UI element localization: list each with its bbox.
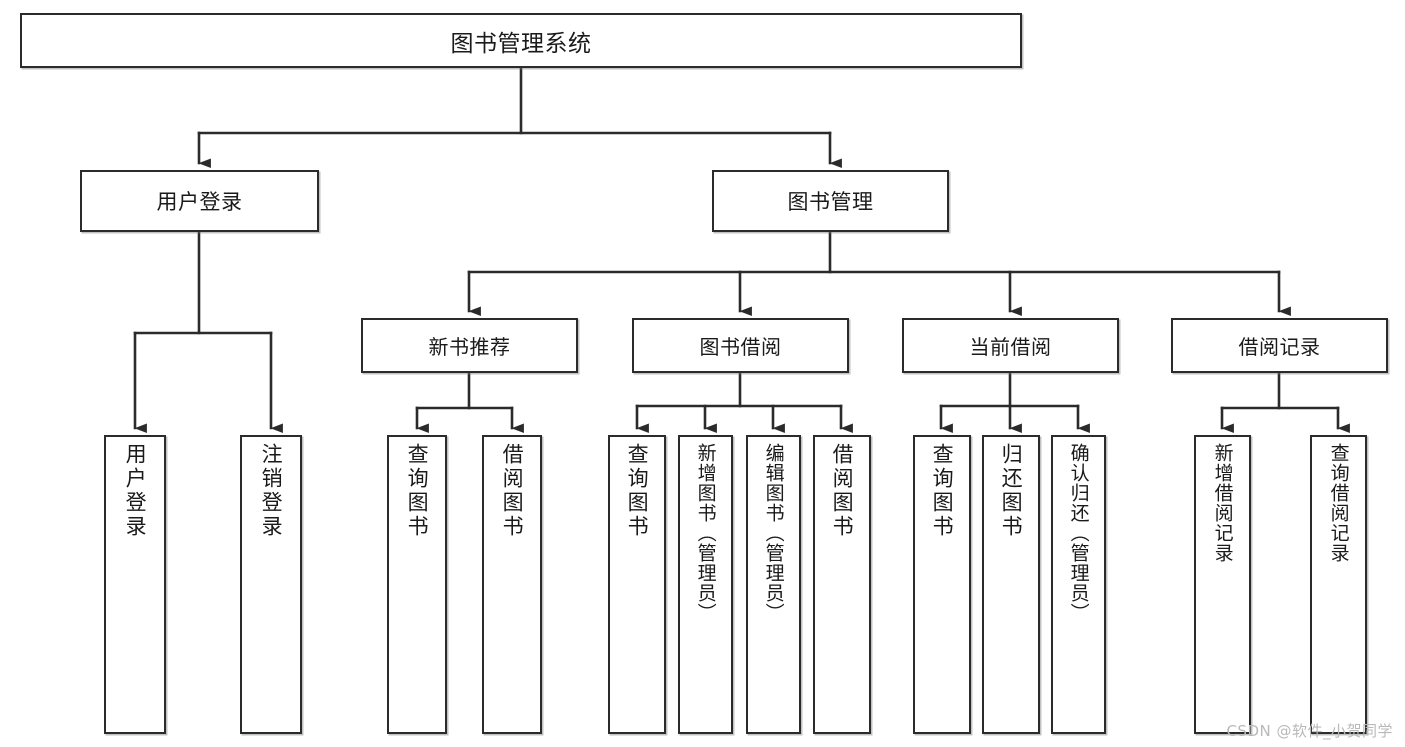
node-borrow-record[interactable]: 借阅记录	[1171, 318, 1388, 373]
node-label: 查询借阅记录	[1327, 443, 1350, 563]
node-label: 用户登录	[123, 443, 148, 539]
node-new-book-recommend[interactable]: 新书推荐	[361, 318, 578, 373]
node-label: 借阅图书	[830, 443, 855, 539]
node-book-borrow[interactable]: 图书借阅	[632, 318, 849, 373]
node-leaf-query-book-1[interactable]: 查询图书	[387, 435, 447, 734]
node-leaf-logout-login[interactable]: 注销登录	[240, 435, 302, 734]
node-leaf-query-record[interactable]: 查询借阅记录	[1310, 435, 1367, 734]
node-root-system[interactable]: 图书管理系统	[20, 13, 1022, 68]
node-label: 图书借阅	[699, 335, 782, 359]
node-user-login[interactable]: 用户登录	[80, 170, 319, 232]
node-label: 借阅记录	[1238, 335, 1321, 359]
node-label: 借阅图书	[500, 443, 525, 539]
node-leaf-query-book-3[interactable]: 查询图书	[913, 435, 971, 734]
node-leaf-confirm-return[interactable]: 确认归还（管理员）	[1051, 435, 1106, 734]
node-label: 新书推荐	[428, 335, 511, 359]
node-leaf-user-login[interactable]: 用户登录	[104, 435, 166, 734]
node-label: 查询图书	[405, 443, 430, 539]
node-label: 新增借阅记录	[1211, 443, 1234, 563]
node-label: 查询图书	[930, 443, 955, 539]
node-label: 归还图书	[999, 443, 1024, 539]
node-label: 新增图书（管理员）	[694, 443, 717, 623]
node-leaf-add-book[interactable]: 新增图书（管理员）	[678, 435, 733, 734]
node-book-manage[interactable]: 图书管理	[712, 170, 949, 232]
node-label: 注销登录	[259, 443, 284, 539]
node-current-borrow[interactable]: 当前借阅	[902, 318, 1119, 373]
node-leaf-return-book[interactable]: 归还图书	[982, 435, 1040, 734]
node-leaf-borrow-book-1[interactable]: 借阅图书	[482, 435, 542, 734]
node-label: 图书管理	[787, 190, 874, 214]
node-leaf-borrow-book-2[interactable]: 借阅图书	[813, 435, 871, 734]
node-leaf-query-book-2[interactable]: 查询图书	[608, 435, 666, 734]
node-label: 用户登录	[156, 190, 243, 214]
node-label: 确认归还（管理员）	[1067, 443, 1090, 623]
node-leaf-add-record[interactable]: 新增借阅记录	[1194, 435, 1251, 734]
node-label: 查询图书	[625, 443, 650, 539]
node-label: 编辑图书（管理员）	[762, 443, 785, 623]
csdn-watermark: CSDN @软件_小贺同学	[1226, 722, 1393, 740]
node-label: 当前借阅	[969, 335, 1052, 359]
node-leaf-edit-book[interactable]: 编辑图书（管理员）	[746, 435, 801, 734]
node-label: 图书管理系统	[450, 30, 592, 57]
